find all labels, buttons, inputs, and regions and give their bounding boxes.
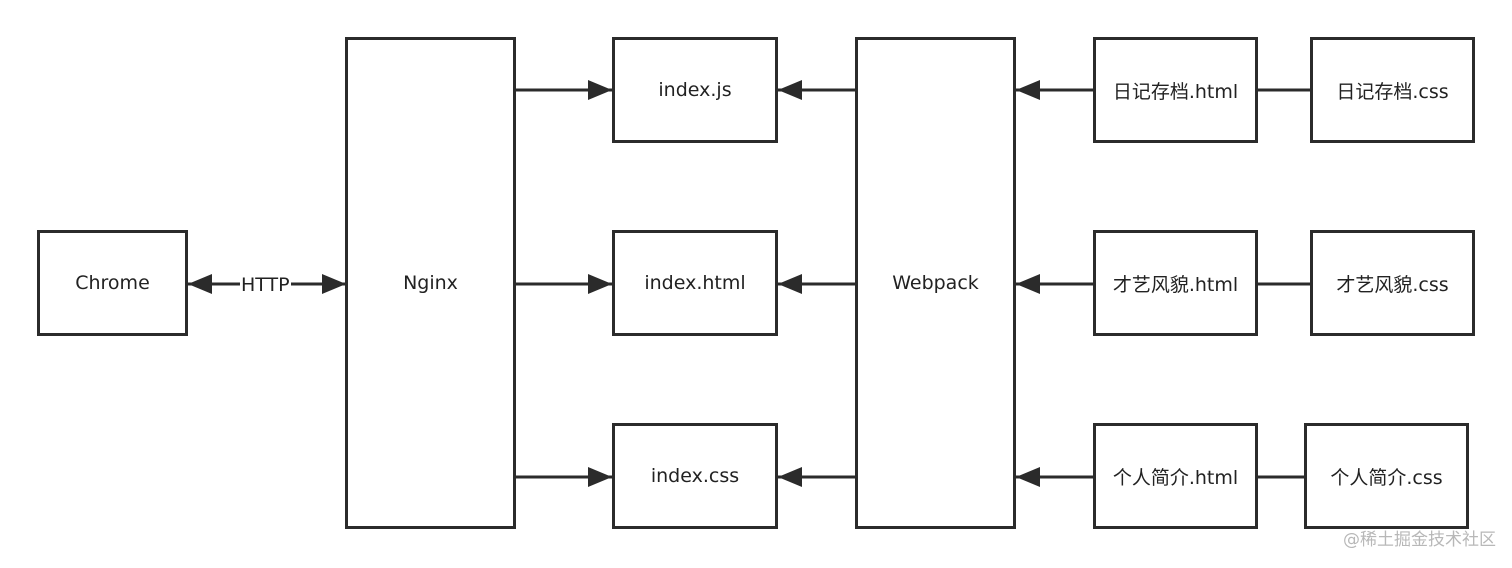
node-index-js-label: index.js [658, 79, 732, 101]
node-nginx-label: Nginx [403, 272, 458, 294]
node-diary-html: 日记存档.html [1093, 37, 1258, 143]
node-diary-css-label: 日记存档.css [1336, 80, 1449, 103]
node-profile-css: 个人简介.css [1304, 423, 1469, 529]
node-talent-css: 才艺风貌.css [1310, 230, 1475, 336]
node-chrome-label: Chrome [75, 272, 150, 294]
node-profile-html: 个人简介.html [1093, 423, 1258, 529]
node-index-html: index.html [612, 230, 778, 336]
node-profile-html-label: 个人简介.html [1112, 466, 1239, 489]
node-index-js: index.js [612, 37, 778, 143]
node-nginx: Nginx [345, 37, 516, 529]
node-diary-html-label: 日记存档.html [1112, 80, 1239, 103]
node-diary-css: 日记存档.css [1310, 37, 1475, 143]
node-profile-css-label: 个人简介.css [1330, 466, 1443, 489]
node-webpack: Webpack [855, 37, 1016, 529]
node-chrome: Chrome [37, 230, 188, 336]
node-index-css: index.css [612, 423, 778, 529]
node-index-css-label: index.css [650, 465, 740, 487]
node-index-html-label: index.html [644, 272, 746, 294]
node-talent-html-label: 才艺风貌.html [1112, 273, 1239, 296]
node-talent-css-label: 才艺风貌.css [1336, 273, 1449, 296]
edge-http-label: HTTP [240, 274, 291, 296]
node-talent-html: 才艺风貌.html [1093, 230, 1258, 336]
watermark: @稀土掘金技术社区 [1343, 530, 1496, 550]
node-webpack-label: Webpack [892, 272, 979, 294]
